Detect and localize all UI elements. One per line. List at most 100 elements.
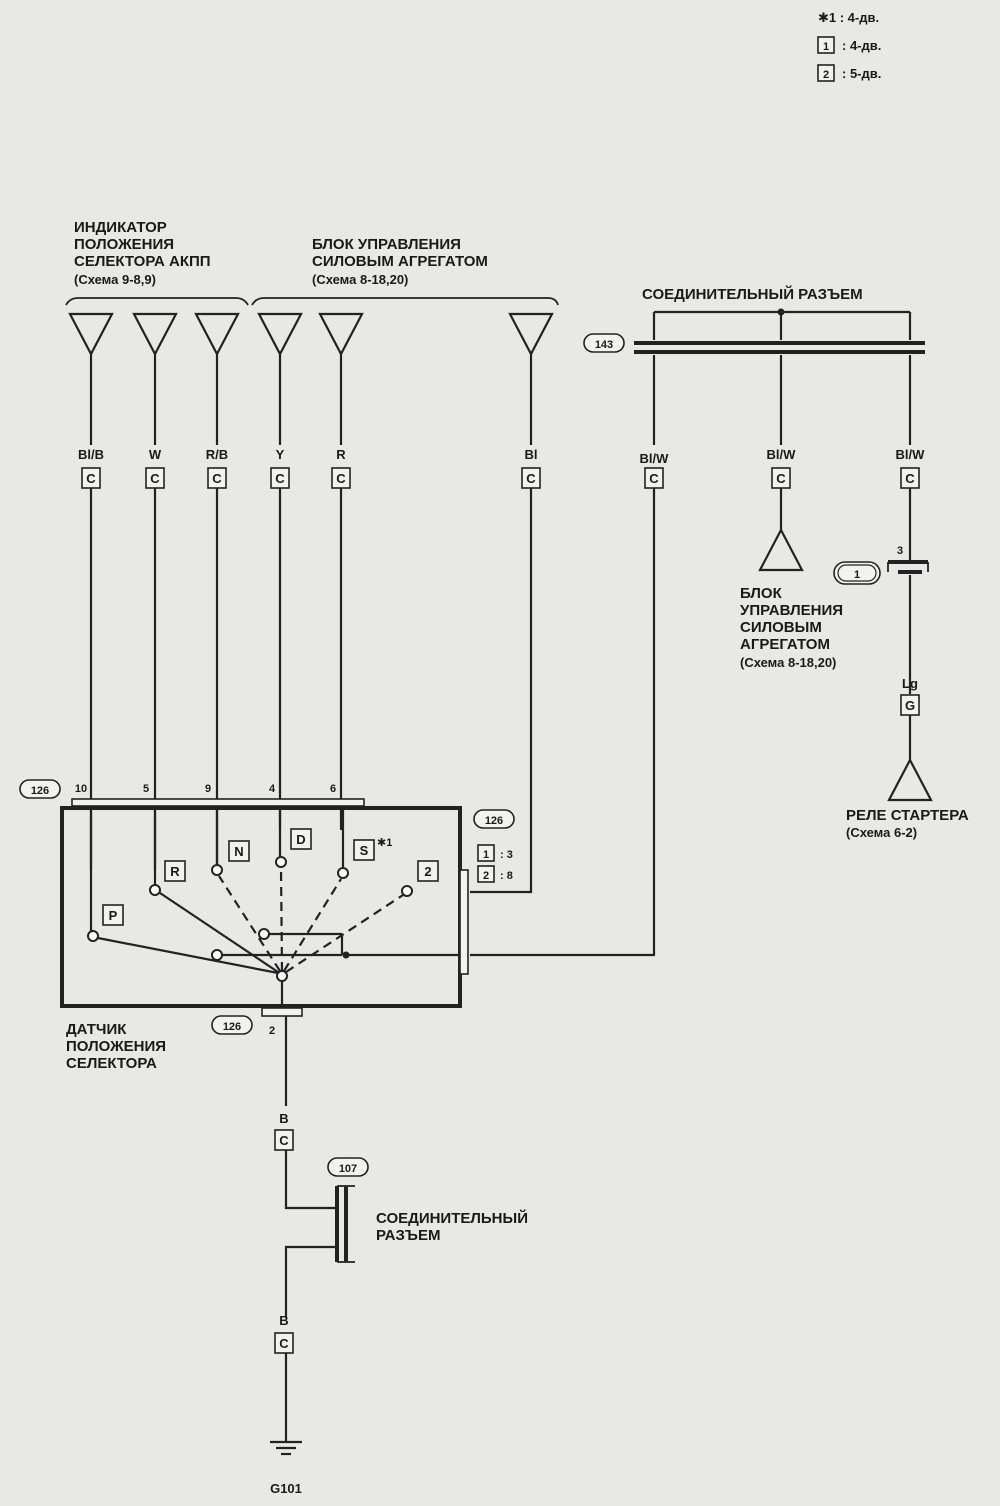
wire-label-1: Bl/B C (78, 447, 104, 489)
svg-text:Y: Y (276, 447, 285, 462)
svg-text:9: 9 (205, 783, 211, 795)
svg-text:143: 143 (595, 339, 613, 351)
svg-text:C: C (336, 471, 346, 486)
svg-text:C: C (905, 471, 915, 486)
svg-text:СИЛОВЫМ АГРЕГАТОМ: СИЛОВЫМ АГРЕГАТОМ (312, 253, 488, 270)
svg-text:6: 6 (330, 783, 336, 795)
svg-text:ДАТЧИК: ДАТЧИК (66, 1021, 127, 1038)
ecu-top-label: БЛОК УПРАВЛЕНИЯ СИЛОВЫМ АГРЕГАТОМ (Схема… (312, 236, 488, 287)
indicator-bracket (65, 297, 249, 306)
svg-text:C: C (776, 471, 786, 486)
svg-text:W: W (149, 447, 162, 462)
wire-label-3: R/B C (206, 447, 228, 489)
svg-text:БЛОК: БЛОК (740, 585, 783, 602)
ecu-right-triangle (758, 527, 804, 572)
svg-text:АГРЕГАТОМ: АГРЕГАТОМ (740, 636, 830, 653)
svg-text:C: C (150, 471, 160, 486)
wire-label-6: Bl C (521, 447, 541, 489)
svg-text:2: 2 (269, 1025, 275, 1037)
svg-text:СЕЛЕКТОРА АКПП: СЕЛЕКТОРА АКПП (74, 253, 211, 270)
svg-text:: 3: : 3 (500, 849, 513, 861)
selector-switch: P R N D S ✱1 2 (87, 806, 460, 1006)
svg-text:1: 1 (854, 569, 860, 581)
svg-text:(Схема 9-8,9): (Схема 9-8,9) (74, 272, 156, 287)
svg-text:СОЕДИНИТЕЛЬНЫЙ: СОЕДИНИТЕЛЬНЫЙ (376, 1209, 528, 1227)
svg-text:ИНДИКАТОР: ИНДИКАТОР (74, 219, 167, 236)
svg-text:126: 126 (223, 1021, 241, 1033)
wire-label-4: Y C (270, 447, 290, 489)
svg-text:2: 2 (424, 864, 431, 879)
joint-top-label: СОЕДИНИТЕЛЬНЫЙ РАЗЪЕМ (642, 285, 863, 303)
svg-text:Lg: Lg (902, 676, 918, 691)
legend-box-1-text: : 4-дв. (842, 38, 881, 53)
svg-text:Bl: Bl (525, 447, 538, 462)
input-triangles (68, 312, 554, 357)
svg-text:✱1: ✱1 (377, 837, 392, 849)
svg-text:C: C (275, 471, 285, 486)
right-wire-label-2: Bl/W C (767, 447, 797, 489)
wire-label-2: W C (145, 447, 165, 489)
svg-text:ПОЛОЖЕНИЯ: ПОЛОЖЕНИЯ (66, 1038, 166, 1055)
connector-126-side: 126 1 : 3 2 : 8 (459, 809, 515, 975)
svg-text:D: D (296, 832, 305, 847)
legend-box-2 (817, 64, 835, 82)
legend-box-1 (817, 36, 835, 54)
connector-126-bottom: 126 2 (211, 1007, 303, 1037)
svg-text:(Схема 6-2): (Схема 6-2) (846, 825, 917, 840)
relay-branch: 3 1 Lg G (833, 488, 933, 802)
signal-wires (89, 354, 533, 894)
svg-text:126: 126 (485, 815, 503, 827)
svg-text:R: R (170, 864, 180, 879)
joint-connector-143: 143 (583, 308, 925, 445)
ecu-bracket (251, 297, 559, 306)
svg-text:C: C (279, 1336, 289, 1351)
svg-text:: 8: : 8 (500, 870, 513, 882)
svg-text:C: C (86, 471, 96, 486)
svg-text:C: C (649, 471, 659, 486)
right-wire-label-1: Bl/W C (640, 451, 670, 489)
ground-wire: B C 107 B C (270, 1016, 369, 1456)
svg-text:5: 5 (143, 783, 149, 795)
svg-text:N: N (234, 844, 243, 859)
right-wire-label-3: Bl/W C (896, 447, 926, 489)
svg-text:4: 4 (269, 783, 276, 795)
svg-text:R/B: R/B (206, 447, 228, 462)
starter-relay-label: РЕЛЕ СТАРТЕРА (Схема 6-2) (846, 807, 969, 840)
svg-text:C: C (279, 1133, 289, 1148)
joint-bottom-label: СОЕДИНИТЕЛЬНЫЙ РАЗЪЕМ (376, 1209, 528, 1244)
svg-text:СЕЛЕКТОРА: СЕЛЕКТОРА (66, 1055, 157, 1072)
svg-text:107: 107 (339, 1163, 357, 1175)
svg-text:3: 3 (897, 545, 903, 557)
svg-text:(Схема 8-18,20): (Схема 8-18,20) (312, 272, 408, 287)
svg-text:(Схема 8-18,20): (Схема 8-18,20) (740, 655, 836, 670)
svg-text:1: 1 (483, 849, 489, 861)
svg-text:10: 10 (75, 783, 87, 795)
svg-text:Bl/W: Bl/W (640, 451, 670, 466)
svg-text:РЕЛЕ СТАРТЕРА: РЕЛЕ СТАРТЕРА (846, 807, 969, 824)
svg-text:СИЛОВЫМ: СИЛОВЫМ (740, 619, 822, 636)
svg-text:C: C (212, 471, 222, 486)
svg-text:G: G (905, 698, 915, 713)
connector-126-top: 126 10 5 9 4 6 (19, 779, 365, 807)
svg-text:B: B (279, 1313, 288, 1328)
bl-w-return-wire (470, 488, 656, 957)
svg-text:R: R (336, 447, 346, 462)
svg-text:C: C (526, 471, 536, 486)
legend-note: ✱1 : 4-дв. (818, 10, 879, 25)
svg-text:ПОЛОЖЕНИЯ: ПОЛОЖЕНИЯ (74, 236, 174, 253)
svg-text:Bl/W: Bl/W (767, 447, 797, 462)
sensor-label: ДАТЧИК ПОЛОЖЕНИЯ СЕЛЕКТОРА (66, 1021, 166, 1072)
svg-text:БЛОК УПРАВЛЕНИЯ: БЛОК УПРАВЛЕНИЯ (312, 236, 461, 253)
ecu-right-label: БЛОК УПРАВЛЕНИЯ СИЛОВЫМ АГРЕГАТОМ (Схема… (740, 585, 843, 670)
legend-box-2-num: 2 (823, 69, 829, 81)
svg-text:УПРАВЛЕНИЯ: УПРАВЛЕНИЯ (740, 602, 843, 619)
svg-text:РАЗЪЕМ: РАЗЪЕМ (376, 1227, 440, 1244)
ground-label: G101 (270, 1481, 302, 1496)
svg-text:126: 126 (31, 785, 49, 797)
legend-box-2-text: : 5-дв. (842, 66, 881, 81)
svg-text:Bl/W: Bl/W (896, 447, 926, 462)
svg-text:P: P (109, 908, 118, 923)
legend-box-1-num: 1 (823, 41, 829, 53)
indicator-label: ИНДИКАТОР ПОЛОЖЕНИЯ СЕЛЕКТОРА АКПП (Схем… (74, 219, 211, 287)
